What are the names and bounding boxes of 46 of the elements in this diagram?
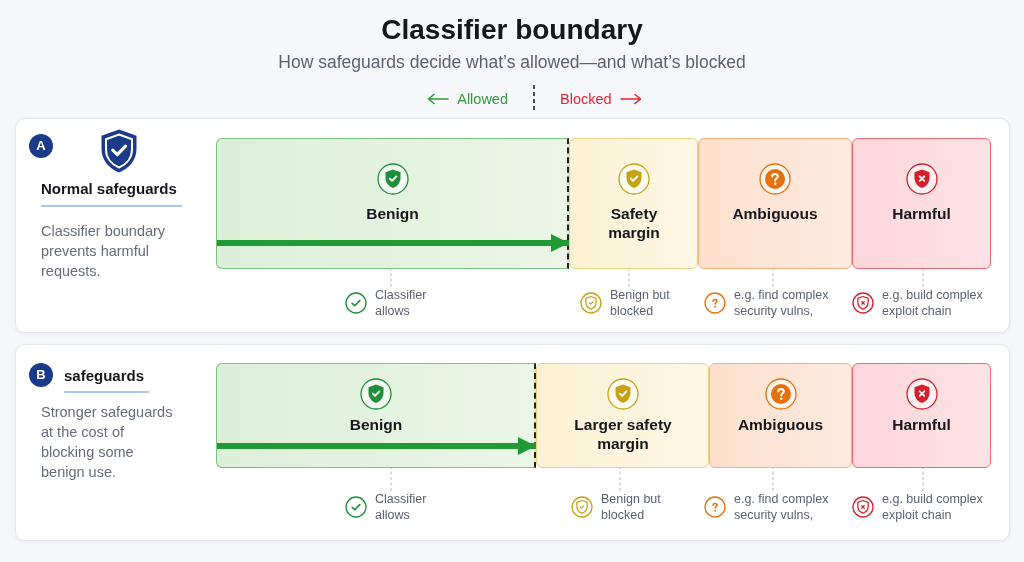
band-label: Ambiguous	[736, 415, 825, 434]
letter-badge: A	[29, 134, 53, 158]
band-label: Harmful	[891, 204, 952, 223]
leader-line	[628, 268, 630, 288]
leader-line	[922, 467, 924, 492]
band-label: Ambiguous	[731, 204, 819, 223]
note-text: Benign but blocked	[610, 287, 671, 319]
direction-label: Allowed	[457, 90, 508, 108]
leader-line	[772, 467, 774, 492]
band-label: Safety margin	[607, 204, 661, 242]
panel-description: Classifier boundary prevents harmful requests.	[41, 222, 167, 281]
zone-band	[852, 138, 991, 269]
direction-label: Blocked	[560, 90, 612, 108]
zone-band	[698, 138, 852, 269]
subtitle: How safeguards decide what’s allowed—and what’s blocked	[277, 51, 747, 73]
panel-heading: safeguards	[64, 367, 145, 385]
title: Classifier boundary	[380, 13, 644, 47]
leader-line	[922, 268, 924, 288]
zone-band	[569, 138, 698, 269]
zone-band	[852, 363, 991, 468]
leader-line	[619, 467, 621, 492]
band-label: Larger safety margin	[573, 415, 673, 453]
zone-band	[536, 363, 709, 468]
band-label: Benign	[348, 415, 404, 434]
zone-band	[216, 138, 569, 269]
arrow	[217, 437, 536, 455]
letter-badge: B	[29, 363, 53, 387]
note-text: Classifier allows	[375, 287, 428, 319]
note-text: e.g. build complex exploit chain	[882, 287, 984, 319]
note-text: e.g. find complex security vulns,	[734, 491, 830, 523]
leader-line	[390, 268, 392, 288]
band-label: Benign	[365, 204, 420, 223]
leader-line	[390, 467, 392, 492]
band-label: Harmful	[891, 415, 952, 434]
panel-card	[15, 118, 1010, 333]
note-text: e.g. find complex security vulns,	[734, 287, 830, 319]
panel-heading: Normal safeguards	[41, 180, 177, 198]
panel-card	[15, 344, 1010, 541]
zone-band	[216, 363, 536, 468]
panel-description: Stronger safeguards at the cost of blocking some benign use.	[41, 403, 174, 482]
note-text: e.g. build complex exploit chain	[882, 491, 984, 523]
note-text: Benign but blocked	[601, 491, 662, 523]
zone-band	[709, 363, 852, 468]
leader-line	[772, 268, 774, 288]
note-text: Classifier allows	[375, 491, 428, 523]
arrow	[217, 234, 569, 252]
